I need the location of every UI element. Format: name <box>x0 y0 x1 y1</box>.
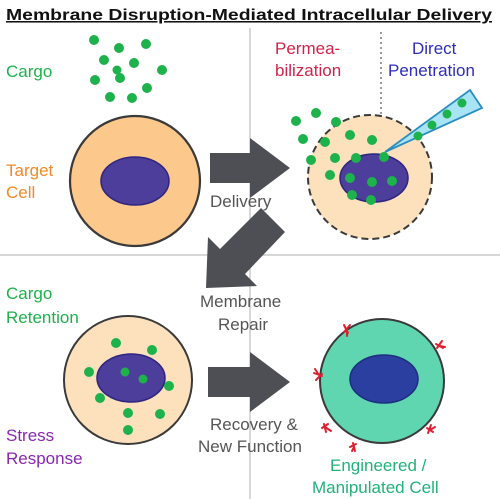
engineered-cell-nucleus <box>349 354 419 404</box>
cargo-retention-label: Cargo Retention <box>6 284 79 327</box>
recovering-cell-nucleus <box>96 353 166 403</box>
permeabilized-cell <box>307 114 433 240</box>
cargo-particles <box>89 35 167 103</box>
recovery-label: Recovery & New Function <box>198 415 303 456</box>
delivery-arrow <box>210 138 290 198</box>
stress-response-label: Stress Response <box>6 426 83 468</box>
micropipette <box>384 88 484 153</box>
diagram-title: Membrane Disruption-Mediated Intracellul… <box>6 7 492 24</box>
recovering-cell <box>63 315 193 445</box>
membrane-repair-arrow <box>206 208 285 288</box>
engineered-cell-label: Engineered / Manipulated Cell <box>312 456 439 497</box>
membrane-repair-label: Membrane Repair <box>200 292 286 334</box>
direct-penetration-label: Direct Penetration <box>388 39 475 80</box>
retained-cargo-particles <box>84 338 174 435</box>
cargo-label: Cargo <box>6 62 52 81</box>
target-cell <box>68 114 202 248</box>
engineered-cell <box>319 318 445 444</box>
target-cell-label: Target Cell <box>6 161 58 202</box>
delivery-label: Delivery <box>210 192 272 211</box>
membrane-markers <box>313 324 446 452</box>
target-cell-nucleus <box>100 156 170 206</box>
recovery-arrow <box>208 352 290 412</box>
entering-cargo-particles <box>291 108 397 205</box>
permeabilization-label: Permea- bilization <box>275 39 345 80</box>
